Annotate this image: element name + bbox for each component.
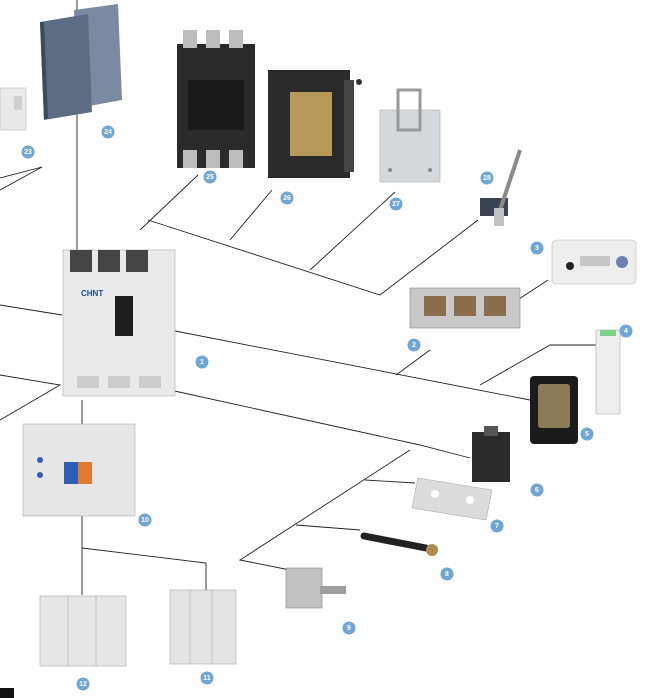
badge-label: 5	[585, 431, 589, 438]
brand-logo: CHNT	[81, 289, 103, 298]
badge-label: 9	[347, 625, 351, 632]
badge-8: 8	[440, 567, 454, 581]
item-4-image	[595, 329, 621, 415]
item-24-image	[40, 4, 122, 120]
badge-2: 2	[407, 338, 421, 352]
item-23-image	[0, 87, 27, 131]
badge-label: 1	[200, 359, 204, 366]
item-1-image: CHNT	[62, 249, 176, 397]
badge-23: 23	[21, 145, 35, 159]
badge-27: 27	[389, 197, 403, 211]
badge-label: 10	[141, 517, 149, 524]
badge-26: 26	[280, 191, 294, 205]
badge-label: 25	[206, 174, 214, 181]
badge-label: 28	[483, 175, 491, 182]
badge-label: 7	[495, 523, 499, 530]
badge-10: 10	[138, 513, 152, 527]
item-2-image	[409, 287, 521, 329]
badge-7: 7	[490, 519, 504, 533]
badge-11: 11	[200, 671, 214, 685]
badge-24: 24	[101, 125, 115, 139]
item-9-image	[285, 567, 346, 609]
item-8-image	[360, 532, 438, 556]
item-25-image	[177, 30, 255, 168]
badge-label: 12	[79, 681, 87, 688]
item-11-image	[169, 589, 237, 665]
badge-6: 6	[530, 483, 544, 497]
badge-1: 1	[195, 355, 209, 369]
item-27-image	[379, 88, 441, 183]
badge-3: 3	[530, 241, 544, 255]
badge-label: 6	[535, 487, 539, 494]
badge-12: 12	[76, 677, 90, 691]
badge-label: 26	[283, 195, 291, 202]
badge-5: 5	[580, 427, 594, 441]
badge-label: 8	[445, 571, 449, 578]
badge-label: 11	[203, 675, 211, 682]
item-10-image	[22, 423, 136, 517]
item-12-image	[39, 595, 127, 667]
item-6-image	[472, 426, 510, 482]
badge-label: 27	[392, 201, 400, 208]
badge-label: 4	[624, 328, 628, 335]
item-28-image	[480, 149, 522, 226]
badge-4: 4	[619, 324, 633, 338]
badge-9: 9	[342, 621, 356, 635]
badge-label: 2	[412, 342, 416, 349]
item-3-image	[551, 239, 637, 285]
item-5-image	[530, 376, 578, 444]
item-26-image	[268, 70, 362, 178]
item-7-image	[411, 477, 493, 521]
badge-label: 24	[104, 129, 112, 136]
badge-28: 28	[480, 171, 494, 185]
corner-fragment	[0, 688, 14, 698]
badge-25: 25	[203, 170, 217, 184]
badge-label: 3	[535, 245, 539, 252]
badge-label: 23	[24, 149, 32, 156]
